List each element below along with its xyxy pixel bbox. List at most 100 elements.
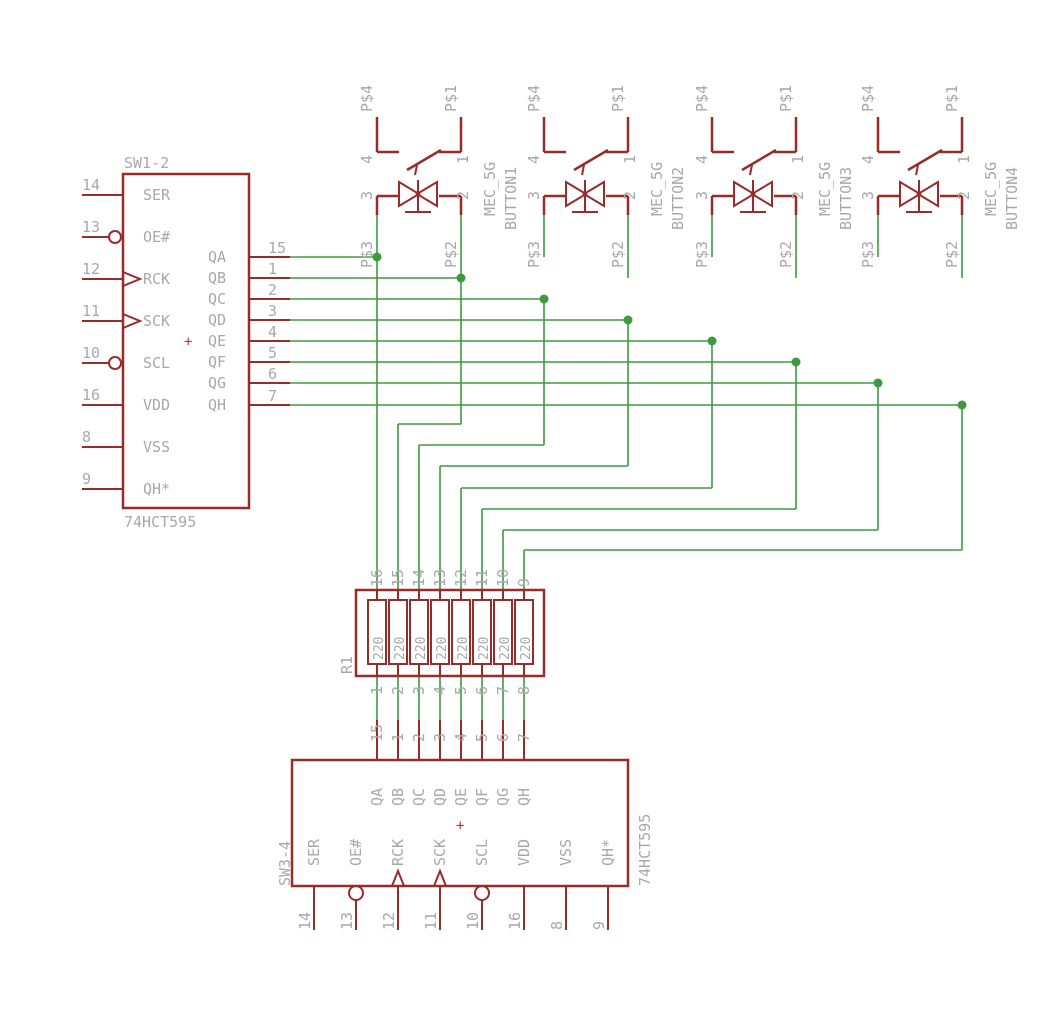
ic-top-pin-label: OE# (143, 228, 170, 246)
resistor-pin-number: 6 (473, 686, 491, 695)
ic-bottom-pin-number: 7 (515, 733, 533, 742)
resistor-array-body (354, 588, 546, 678)
ic-top-pin-number: 16 (82, 386, 100, 404)
ic-bottom-pin-number: 11 (422, 912, 440, 930)
resistor-pin-number: 10 (494, 569, 512, 587)
ic-bottom-pin-label: VSS (557, 839, 575, 866)
ic-top-pin-number: 2 (268, 281, 277, 299)
resistor-value: 220 (498, 637, 513, 660)
button-pin-label: P$1 (442, 85, 460, 112)
button-pin-number: 1 (789, 155, 807, 164)
button-pin-number: 3 (358, 191, 376, 200)
button-actuator-mark (915, 164, 919, 176)
resistor-pin-number: 9 (515, 578, 533, 587)
ic-bottom-pin-number: 16 (506, 912, 524, 930)
ic-bottom-pin-label: QA (368, 788, 386, 806)
ic-bottom-pin-label: QH* (599, 839, 617, 866)
button-contact-right (582, 180, 605, 208)
button-actuator (907, 148, 943, 172)
resistor-pin-number: 11 (473, 569, 491, 587)
button-pin-number: 1 (454, 155, 472, 164)
ic-bottom-pin-label: RCK (389, 839, 407, 866)
button-pin-number: 3 (859, 191, 877, 200)
resistor-pin-number: 16 (368, 569, 386, 587)
button-pin-label: P$2 (442, 241, 460, 268)
ic-top-pin-number: 10 (82, 344, 100, 362)
ic-top-pin-label: QC (208, 290, 226, 308)
ic-bottom-pin-number: 15 (368, 724, 386, 742)
button-name: BUTTON4 (1003, 167, 1021, 230)
resistor-pin-number: 14 (410, 569, 428, 587)
button-name: BUTTON2 (669, 167, 687, 230)
button-pin-label: P$3 (358, 241, 376, 268)
ic-bottom-pin-number: 14 (296, 912, 314, 930)
button-pin-label: P$2 (943, 241, 961, 268)
button-pin-number: 4 (693, 155, 711, 164)
resistor-pin-number: 4 (431, 686, 449, 695)
ic-top-pin-label: VSS (143, 438, 170, 456)
button-name: BUTTON3 (837, 167, 855, 230)
button-pin-label: P$2 (777, 241, 795, 268)
ic-top-pin-label: SCK (143, 312, 170, 330)
ic-bottom-pin-number: 1 (389, 733, 407, 742)
button-actuator (741, 148, 777, 172)
button-contact-right (415, 180, 438, 208)
button-pin-number: 2 (454, 191, 472, 200)
ic-top-name: SW1-2 (124, 154, 169, 172)
resistor-value: 220 (477, 637, 492, 660)
ic-bottom-origin: + (456, 818, 464, 834)
button-pin-label: P$1 (777, 85, 795, 112)
ic-top-pin-number: 9 (82, 470, 91, 488)
resistor-value: 220 (393, 637, 408, 660)
ic-top-pin-label: QH* (143, 480, 170, 498)
ic-top-pin-label: QF (208, 353, 226, 371)
button-value: MEC_5G (816, 162, 834, 216)
button-contact-right (750, 180, 773, 208)
ic-sw1-2[interactable]: SW1-274HCT595+14SER13OE#12RCK11SCK10SCL1… (82, 154, 290, 531)
ic-bottom-pin-number: 4 (452, 733, 470, 742)
resistor-pin-number: 15 (389, 569, 407, 587)
ic-top-pin-label: RCK (143, 270, 170, 288)
button-contact-right (916, 180, 939, 208)
ic-bottom-pin-label: VDD (515, 839, 533, 866)
ic-bottom-pin-number: 8 (548, 921, 566, 930)
ic-bottom-pin-number: 5 (473, 733, 491, 742)
ic-top-pin-label: SCL (143, 354, 170, 372)
button-contact-left (565, 180, 588, 208)
resistor-value: 220 (519, 637, 534, 660)
resistor-pin-number: 1 (368, 686, 386, 695)
resistor-value: 220 (372, 637, 387, 660)
ic-top-pin-number: 8 (82, 428, 91, 446)
ic-top-origin: + (184, 334, 192, 350)
resistor-pin-number: 12 (452, 569, 470, 587)
resistor-pin-number: 3 (410, 686, 428, 695)
resistor-array-r1[interactable]: R122016122015222014322013422012522011622… (338, 569, 546, 695)
ic-bottom-pin-number: 12 (380, 912, 398, 930)
ic-top-pin-number: 7 (268, 387, 277, 405)
button-pin-label: P$4 (358, 85, 376, 112)
button-pin-number: 4 (525, 155, 543, 164)
ic-bottom-inversion-bubble (348, 885, 364, 901)
resistor-pin-number: 13 (431, 569, 449, 587)
ic-bottom-pin-number: 13 (338, 912, 356, 930)
button-pin-label: P$3 (525, 241, 543, 268)
ic-bottom-pin-label: QE (452, 788, 470, 806)
ic-bottom-pin-number: 6 (494, 733, 512, 742)
resistor-value: 220 (435, 637, 450, 660)
ic-top-inversion-bubble (108, 230, 122, 244)
ic-bottom-pin-label: QD (431, 788, 449, 806)
ic-bottom-pin-label: QF (473, 788, 491, 806)
ic-bottom-pin-number: 10 (464, 912, 482, 930)
ic-bottom-pin-label: OE# (347, 839, 365, 866)
ic-top-value: 74HCT595 (124, 513, 196, 531)
ic-bottom-pin-label: QC (410, 788, 428, 806)
ic-top-pin-number: 5 (268, 344, 277, 362)
button-pin-label: P$1 (943, 85, 961, 112)
ic-bottom-pin-number: 9 (590, 921, 608, 930)
button-actuator-mark (749, 164, 753, 176)
